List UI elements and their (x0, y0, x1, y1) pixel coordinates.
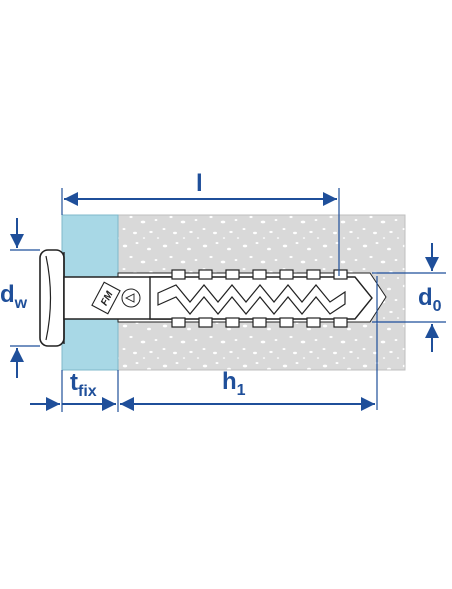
sleeve-tooth (333, 269, 348, 280)
sleeve-tooth (198, 269, 213, 280)
sleeve-tooth (279, 269, 294, 280)
sleeve-tooth (252, 317, 267, 328)
fm-logo-icon: FM (91, 281, 121, 315)
sleeve-tooth (198, 317, 213, 328)
embedment-depth-label: h1 (222, 368, 246, 399)
sleeve-tooth (171, 317, 186, 328)
fixture-thickness-label: tfix (70, 369, 97, 400)
sleeve-teeth (171, 269, 348, 328)
ce-mark-icon (121, 288, 141, 308)
washer-diameter-label: dw (0, 281, 28, 312)
anchor-head (39, 249, 65, 347)
expansion-slot (157, 284, 346, 315)
sleeve-tooth (306, 269, 321, 280)
sleeve-tooth (225, 269, 240, 280)
sleeve-tooth (252, 269, 267, 280)
sleeve-tooth (306, 317, 321, 328)
length-label: l (196, 170, 203, 197)
drill-diameter-label: d0 (418, 284, 442, 315)
sleeve-tooth (171, 269, 186, 280)
sleeve-tooth (279, 317, 294, 328)
sleeve-tooth (333, 317, 348, 328)
sleeve-tooth (225, 317, 240, 328)
